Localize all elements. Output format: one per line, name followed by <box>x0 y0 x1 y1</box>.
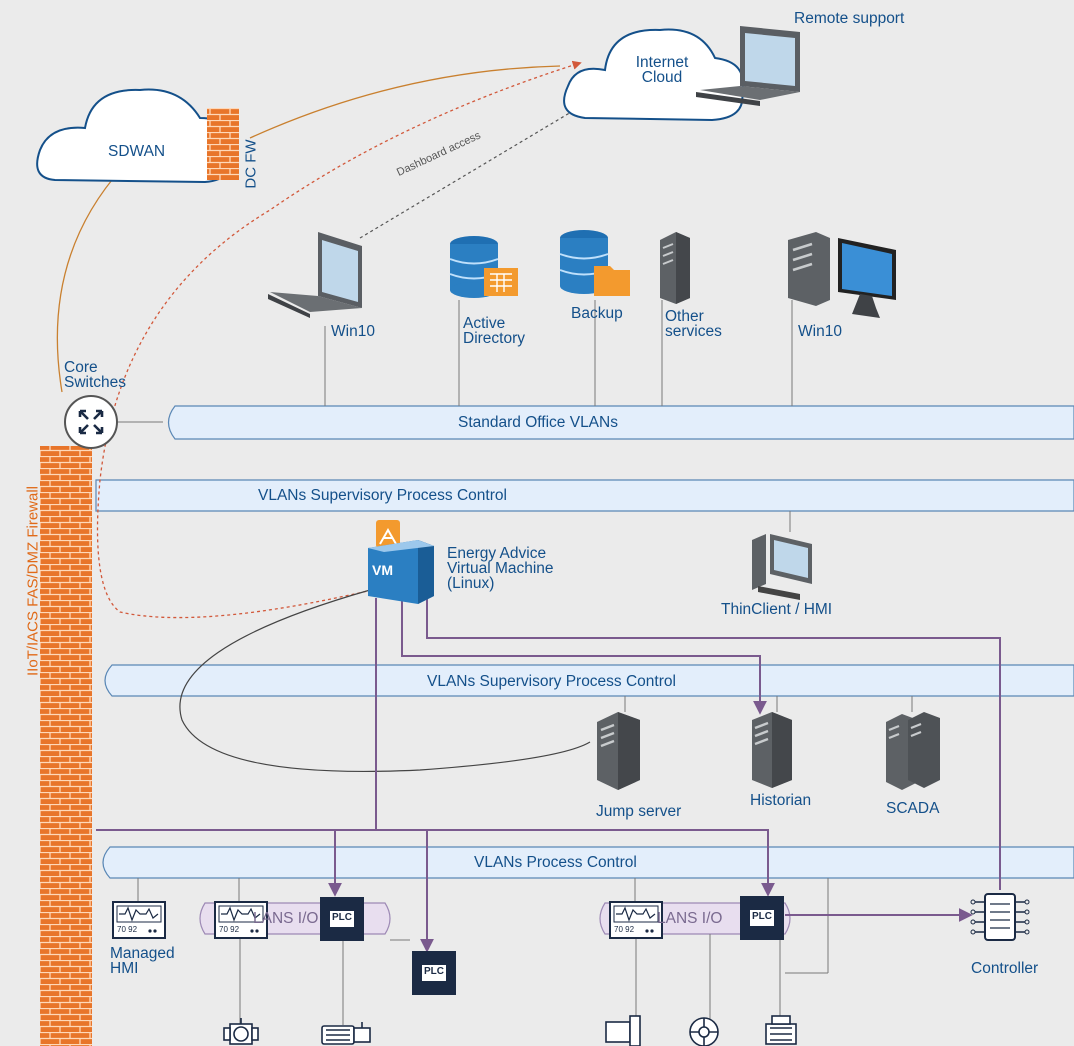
band-process-control-label: VLANs Process Control <box>474 854 637 871</box>
scada-label: SCADA <box>886 800 940 817</box>
band-process-control <box>102 846 1074 879</box>
remote-support-label: Remote support <box>794 10 905 27</box>
band-supervisory-top-label: VLANs Supervisory Process Control <box>258 487 507 504</box>
loop-vm-jumpserver <box>179 589 591 772</box>
internet-cloud-label: Internet Cloud <box>635 54 689 86</box>
win10-desktop-icon <box>788 232 896 318</box>
sdwan-label: SDWAN <box>108 143 166 160</box>
hmi-icon-left <box>214 901 268 939</box>
other-services-label: Other services <box>665 308 722 340</box>
sdwan-cloud-icon <box>36 88 234 184</box>
historian-icon <box>752 712 792 788</box>
valve-icon <box>223 1018 259 1045</box>
firewall-label: IIoT/IACS FAS/DMZ Firewall <box>24 485 42 677</box>
gray-connectors <box>118 300 913 1025</box>
plc-icon-2 <box>412 951 456 995</box>
motor-icon <box>765 1015 797 1045</box>
link-sdwan-core <box>56 167 123 393</box>
hmi-icon-right <box>609 901 663 939</box>
win10-desktop-label: Win10 <box>798 323 842 340</box>
link-fw-internet <box>249 65 561 139</box>
core-switch-icon <box>64 395 118 449</box>
vm-badge: VM <box>372 562 393 578</box>
managed-hmi-label: Managed HMI <box>110 945 175 977</box>
historian-label: Historian <box>750 792 812 809</box>
dashboard-access-path <box>359 95 600 239</box>
lans-io-right-label: LANS I/O <box>657 910 723 927</box>
lans-io-left-label: LANS I/O <box>253 910 319 927</box>
plc-icon-1 <box>320 897 364 941</box>
dc-fw-label: DC FW <box>242 139 260 189</box>
managed-hmi-icon <box>112 901 166 939</box>
dc-fw-label-wrap: DC FW <box>241 139 261 189</box>
band-standard-office <box>167 405 1074 440</box>
plc-label-2: PLC <box>424 966 444 977</box>
remote-laptop-icon <box>696 26 800 106</box>
thinclient-icon <box>752 534 812 600</box>
band-standard-office-label: Standard Office VLANs <box>458 414 618 431</box>
backup-icon <box>559 230 630 296</box>
plc-label-3: PLC <box>752 911 772 922</box>
active-directory-label: Active Directory <box>463 315 526 347</box>
active-directory-icon <box>449 236 518 298</box>
core-switches-label: Core Switches <box>64 359 127 391</box>
plc-label-1: PLC <box>332 912 352 923</box>
controller-label: Controller <box>971 960 1039 977</box>
dc-fw-icon <box>207 108 239 180</box>
pump-icon-left <box>321 1022 371 1045</box>
firewall-wall <box>40 446 92 1046</box>
band-supervisory-mid-label: VLANs Supervisory Process Control <box>427 673 676 690</box>
jump-server-label: Jump server <box>596 803 682 820</box>
firewall-label-wrap: IIoT/IACS FAS/DMZ Firewall <box>22 455 44 707</box>
energy-vm-label: Energy Advice Virtual Machine (Linux) <box>447 545 554 592</box>
fan-pump-icon <box>689 1017 719 1046</box>
hmi-readout-3: 70 92 <box>614 925 635 934</box>
controller-icon <box>970 893 1030 941</box>
band-supervisory-top <box>95 479 1074 512</box>
other-services-icon <box>660 232 690 304</box>
energy-vm-icon <box>368 520 434 604</box>
purple-flows <box>96 598 1001 953</box>
hmi-readout-1: 70 92 <box>117 925 138 934</box>
pipe-device-icon <box>605 1015 641 1046</box>
band-supervisory-mid <box>104 664 1074 697</box>
jump-server-icon <box>597 712 640 790</box>
thinclient-label: ThinClient / HMI <box>721 601 833 618</box>
scada-icon <box>886 712 940 790</box>
backup-label: Backup <box>571 305 623 322</box>
win10-laptop-label: Win10 <box>331 323 375 340</box>
win10-laptop-icon <box>268 232 362 318</box>
plc-icon-3 <box>740 896 784 940</box>
hmi-readout-2: 70 92 <box>219 925 240 934</box>
